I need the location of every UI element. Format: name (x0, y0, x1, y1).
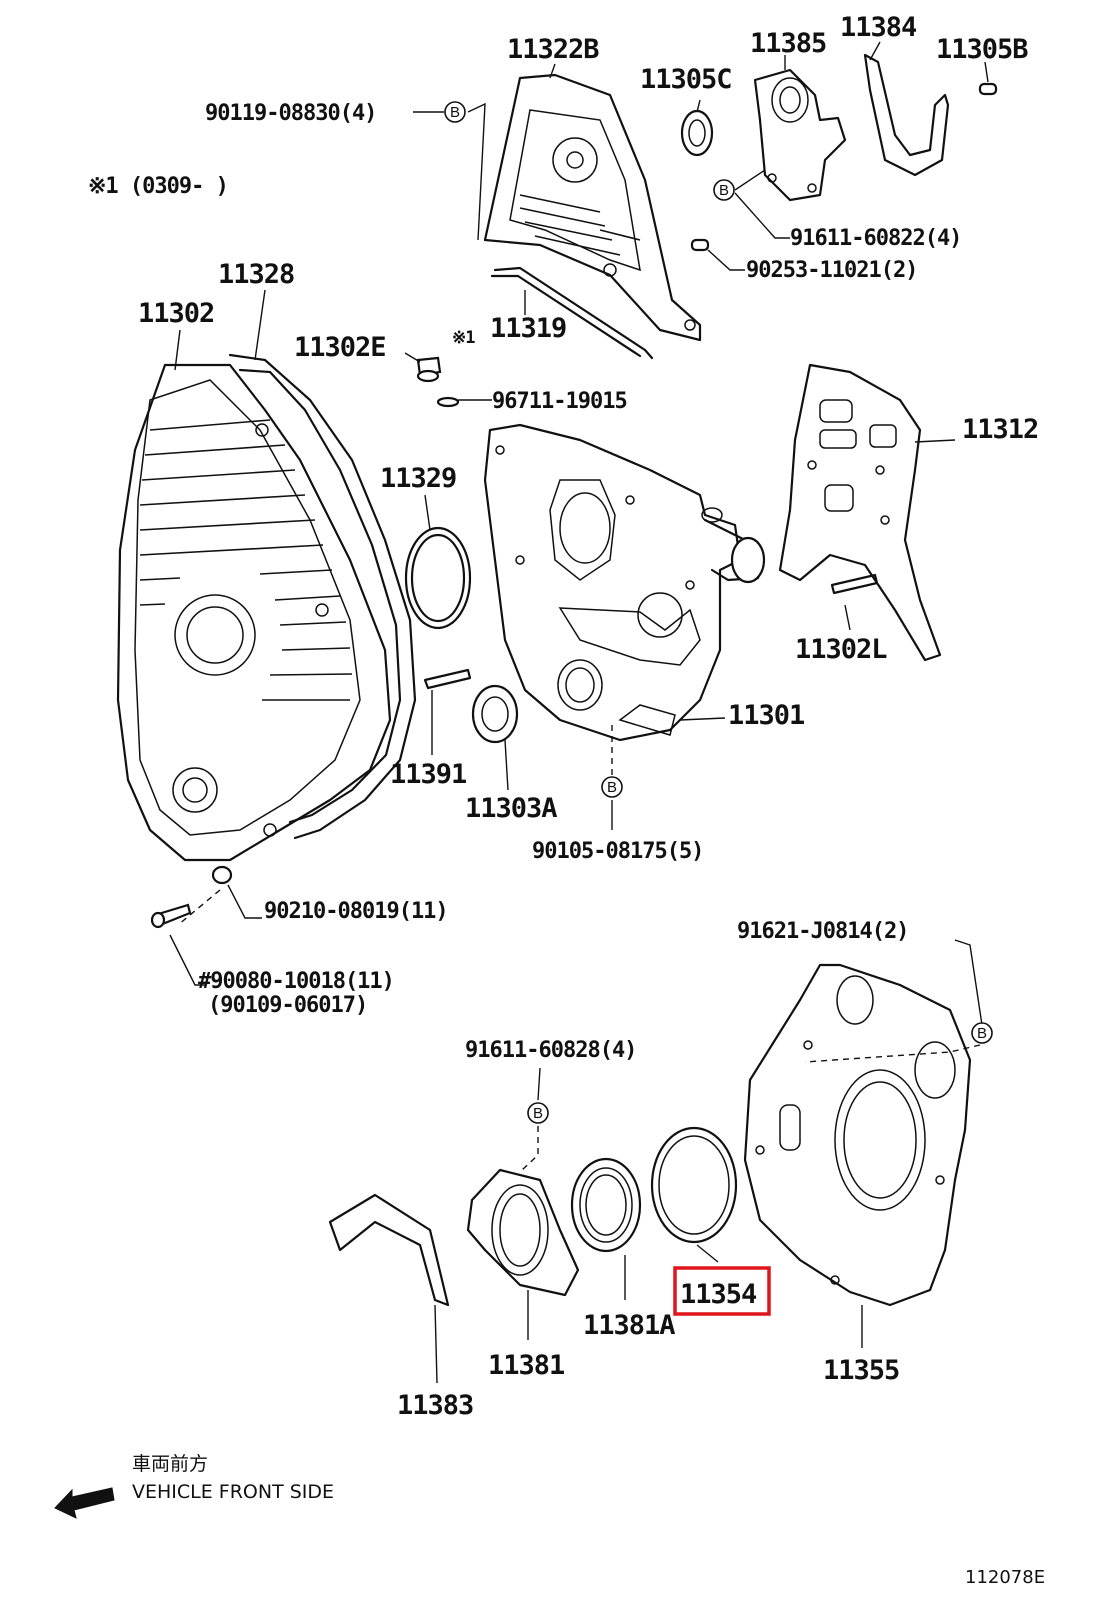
oil-seal-11354 (650, 1126, 738, 1244)
part-labels: 11322B 11385 11384 11305C 11305B 11328 1… (138, 12, 1039, 1421)
label-11319: 11319 (490, 313, 566, 344)
production-range-note: ※1 (0309- ) (88, 174, 228, 199)
label-96711: 96711-19015 (492, 389, 627, 414)
bolt-90210 (211, 865, 233, 885)
gasket-11384 (863, 53, 950, 177)
label-11322B: 11322B (507, 34, 599, 65)
timing-cover-11302 (116, 363, 392, 862)
label-91621: 91621-J0814(2) (737, 919, 908, 944)
bolt-marker-b4: B (971, 1022, 993, 1044)
svg-text:B: B (450, 104, 460, 121)
label-90119: 90119-08830(4) (205, 101, 376, 126)
vehicle-front-jp-label: 車両前方 (132, 1453, 208, 1475)
oil-pipe-11319 (490, 266, 654, 360)
label-11381: 11381 (488, 1350, 564, 1381)
timing-case-11301 (483, 423, 766, 742)
gasket-11312 (778, 363, 942, 662)
oil-seal-11305C (680, 109, 714, 157)
label-91611-60828: 91611-60828(4) (465, 1038, 636, 1063)
svg-text:B: B (977, 1025, 987, 1042)
leader-lines (169, 41, 989, 1384)
label-11305B: 11305B (936, 34, 1028, 65)
label-91611-60822: 91611-60822(4) (790, 226, 961, 251)
highlight-box-11354 (673, 1266, 771, 1316)
oring-96711 (436, 396, 460, 408)
pin-11305B (978, 82, 998, 96)
svg-text:B: B (719, 182, 729, 199)
svg-text:B: B (607, 779, 617, 796)
label-11354: 11354 (680, 1279, 757, 1310)
label-11301: 11301 (728, 700, 804, 731)
note-mark-11319: ※1 (452, 328, 475, 348)
retainer-11381 (466, 1168, 580, 1297)
label-90105: 90105-08175(5) (532, 839, 703, 864)
plug-11302E (416, 356, 442, 383)
label-11355: 11355 (823, 1355, 899, 1386)
label-11303A: 11303A (465, 793, 557, 824)
label-11312: 11312 (962, 414, 1038, 445)
label-90109: (90109-06017) (208, 993, 367, 1018)
label-11383: 11383 (397, 1390, 473, 1421)
bolt-labels: 90119-08830(4) 91611-60822(4) 90253-1102… (198, 101, 962, 1063)
plate-11355 (743, 963, 972, 1307)
arrow-left-icon (54, 1487, 115, 1519)
pin-90253 (690, 238, 710, 252)
bolt-marker-b3: B (601, 776, 623, 798)
label-90210: 90210-08019(11) (264, 899, 448, 924)
oring-11329 (404, 526, 472, 630)
label-11329: 11329 (380, 463, 456, 494)
label-11328: 11328 (218, 259, 294, 290)
diagram-code: 112078E (965, 1567, 1045, 1588)
vehicle-front-en-label: VEHICLE FRONT SIDE (132, 1481, 334, 1503)
label-11381A: 11381A (583, 1310, 675, 1341)
gasket-11383 (328, 1193, 450, 1307)
label-11302L: 11302L (795, 634, 887, 665)
label-11302E: 11302E (294, 332, 386, 363)
label-11302: 11302 (138, 298, 214, 329)
label-11391: 11391 (390, 759, 466, 790)
bolt-90080 (150, 903, 192, 929)
timing-cover-plate-11322B (483, 73, 702, 342)
bearing-retainer-11385 (753, 68, 847, 202)
bolt-marker-b5: B (527, 1102, 549, 1124)
vehicle-front-indicator: 車両前方 VEHICLE FRONT SIDE (54, 1453, 334, 1519)
gasket-11328 (228, 353, 417, 840)
oil-seal-11381A (570, 1157, 642, 1253)
label-11385: 11385 (750, 28, 826, 59)
svg-text:B: B (533, 1105, 543, 1122)
label-90253: 90253-11021(2) (746, 258, 917, 283)
label-11305C: 11305C (640, 64, 732, 95)
stud-11302L (830, 573, 879, 595)
pin-11391 (423, 668, 472, 690)
bolt-marker-b1: B (444, 101, 466, 123)
label-11384: 11384 (840, 12, 917, 43)
label-90080: #90080-10018(11) (198, 969, 394, 994)
bolt-marker-b2: B (713, 179, 735, 201)
oil-seal-11303A (471, 684, 519, 744)
